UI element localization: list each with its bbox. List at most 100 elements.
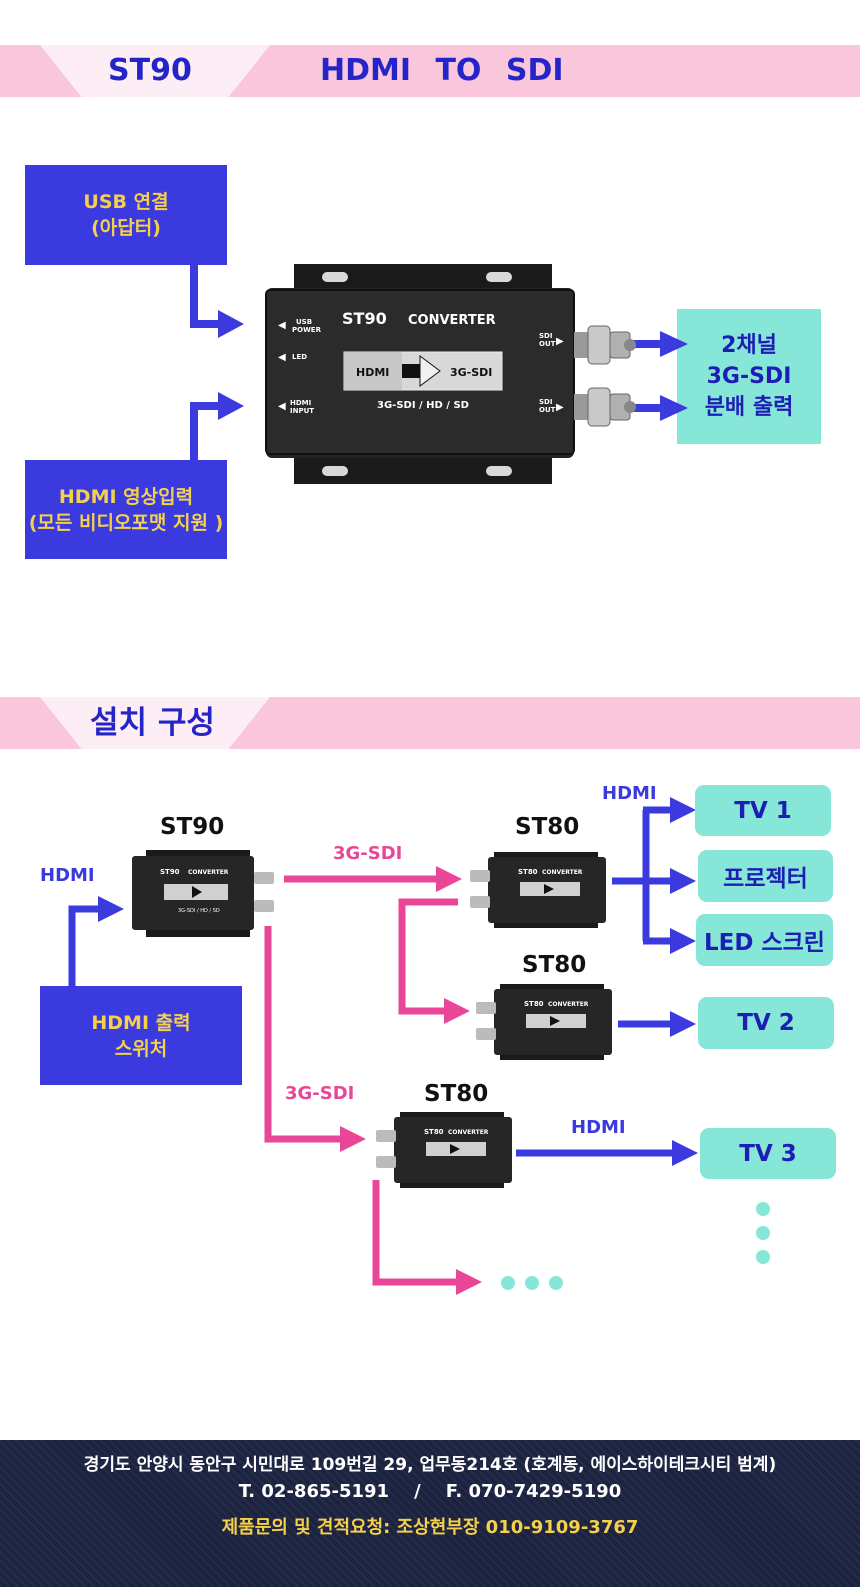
hdmi-switcher-box: HDMI 출력 스위처 bbox=[40, 986, 242, 1085]
install-title: 설치 구성 bbox=[90, 705, 215, 741]
device-arrow-head bbox=[419, 355, 441, 387]
hdmi-out-label-1: HDMI bbox=[602, 783, 657, 804]
footer-contact: 제품문의 및 견적요청: 조상현부장 010-9109-3767 bbox=[221, 1517, 639, 1538]
sdi-label-2: 3G-SDI bbox=[285, 1083, 355, 1104]
port-sdi1-label-1: SDI bbox=[539, 332, 552, 340]
tv3-box: TV 3 bbox=[700, 1128, 836, 1179]
more-dot-v1 bbox=[756, 1202, 770, 1216]
sdi-line-2 bbox=[398, 898, 458, 1015]
header-tab bbox=[40, 45, 270, 97]
svg-text:ST80: ST80 bbox=[518, 868, 538, 876]
install-banner: 설치 구성 bbox=[0, 697, 860, 749]
more-dot-h1 bbox=[501, 1276, 515, 1290]
more-dot-v2 bbox=[756, 1226, 770, 1240]
sdi-head-4 bbox=[456, 1269, 482, 1295]
usb-arrow-head bbox=[218, 310, 244, 338]
more-dot-h2 bbox=[525, 1276, 539, 1290]
hdmi-out-led-head bbox=[670, 928, 696, 954]
sdi-head-1 bbox=[436, 866, 462, 892]
hdmi-arrow bbox=[190, 402, 222, 460]
header-model: ST90 bbox=[108, 53, 192, 88]
switcher-line-1: HDMI 출력 bbox=[91, 1011, 191, 1034]
svg-text:ST90: ST90 bbox=[160, 868, 180, 876]
port-usb-label-1: USB bbox=[296, 318, 312, 326]
svg-text:CONVERTER: CONVERTER bbox=[542, 869, 583, 876]
st90-device-small: ST90 CONVERTER 3G-SDI / HD / SD bbox=[132, 850, 274, 937]
st80-device-1: ST80 CONVERTER bbox=[470, 852, 606, 928]
sdi-line-3 bbox=[264, 926, 344, 1143]
hdmi-in-line bbox=[68, 905, 100, 986]
svg-text:ST80: ST80 bbox=[524, 1000, 544, 1008]
device-slot-2 bbox=[486, 272, 512, 282]
svg-text:CONVERTER: CONVERTER bbox=[188, 869, 229, 876]
port-sdi2-arrow: ▶ bbox=[556, 402, 564, 413]
sdi-label-1: 3G-SDI bbox=[333, 843, 403, 864]
header-title: HDMI TO SDI bbox=[320, 53, 564, 88]
led-screen-label: LED 스크린 bbox=[704, 930, 825, 956]
hdmi-in-head bbox=[98, 896, 124, 922]
svg-text:CONVERTER: CONVERTER bbox=[448, 1129, 489, 1136]
tv1-label: TV 1 bbox=[734, 797, 792, 824]
out-arrow-2-head bbox=[660, 395, 688, 421]
usb-arrow bbox=[190, 265, 222, 328]
hdmi-in-label: HDMI bbox=[40, 865, 95, 886]
device-slot-4 bbox=[486, 466, 512, 476]
tv2-box: TV 2 bbox=[698, 997, 834, 1049]
port-usb-label-2: POWER bbox=[292, 326, 322, 334]
output-box-line-3: 분배 출력 bbox=[704, 395, 794, 420]
more-dot-v3 bbox=[756, 1250, 770, 1264]
hdmi-out-tv2-head bbox=[670, 1011, 696, 1037]
device-sdi-text: 3G-SDI bbox=[450, 366, 492, 379]
usb-box-line-2: (아답터) bbox=[91, 217, 161, 239]
port-sdi2-label-1: SDI bbox=[539, 398, 552, 406]
hdmi-arrow-head bbox=[218, 392, 244, 420]
port-hdmi-label-2: INPUT bbox=[290, 407, 314, 415]
device-formats: 3G-SDI / HD / SD bbox=[377, 400, 469, 411]
usb-connection-box: USB 연결 (아답터) bbox=[25, 165, 227, 265]
st80-label-1: ST80 bbox=[515, 814, 580, 840]
port-sdi2-label-2: OUT bbox=[539, 406, 556, 414]
output-box-line-1: 2채널 bbox=[721, 333, 777, 358]
st80-device-3: ST80 CONVERTER bbox=[376, 1112, 512, 1188]
svg-text:CONVERTER: CONVERTER bbox=[548, 1001, 589, 1008]
hdmi-out-label-2: HDMI bbox=[571, 1117, 626, 1138]
footer-phones: T. 02-865-5191 / F. 070-7429-5190 bbox=[238, 1481, 622, 1502]
tv3-label: TV 3 bbox=[739, 1140, 797, 1167]
port-led-label: LED bbox=[292, 353, 307, 361]
port-sdi1-label-2: OUT bbox=[539, 340, 556, 348]
led-screen-box: LED 스크린 bbox=[696, 914, 833, 966]
svg-text:ST80: ST80 bbox=[424, 1128, 444, 1136]
footer: 경기도 안양시 동안구 시민대로 109번길 29, 업무동214호 (호계동,… bbox=[0, 1440, 860, 1587]
sdi-line-4 bbox=[372, 1180, 460, 1286]
port-led-arrow: ◀ bbox=[278, 352, 286, 363]
hdmi-box-line-1: HDMI 영상입력 bbox=[58, 485, 194, 508]
port-hdmi-arrow: ◀ bbox=[278, 401, 286, 412]
device-slot-3 bbox=[322, 466, 348, 476]
output-box-line-2: 3G-SDI bbox=[706, 364, 792, 389]
device-name: CONVERTER bbox=[408, 313, 496, 328]
product-arrows bbox=[190, 265, 688, 460]
usb-box-line-1: USB 연결 bbox=[83, 191, 169, 213]
port-usb-arrow: ◀ bbox=[278, 320, 286, 331]
footer-address: 경기도 안양시 동안구 시민대로 109번길 29, 업무동214호 (호계동,… bbox=[83, 1455, 777, 1475]
port-hdmi-label-1: HDMI bbox=[290, 399, 311, 407]
port-sdi1-arrow: ▶ bbox=[556, 336, 564, 347]
projector-box: 프로젝터 bbox=[698, 850, 833, 902]
bnc-connector-2 bbox=[574, 387, 636, 427]
tv1-box: TV 1 bbox=[695, 785, 831, 836]
st80-device-2: ST80 CONVERTER bbox=[476, 984, 612, 1060]
st80-label-3: ST80 bbox=[424, 1081, 489, 1107]
out-arrow-1-head bbox=[660, 331, 688, 357]
sdi-head-2 bbox=[444, 998, 470, 1024]
hdmi-out-tv1-head bbox=[670, 797, 696, 823]
st80-label-2: ST80 bbox=[522, 952, 587, 978]
header-banner: ST90 HDMI TO SDI bbox=[0, 45, 860, 97]
hdmi-out-proj-head bbox=[670, 868, 696, 894]
projector-label: 프로젝터 bbox=[723, 866, 808, 892]
st90-device-large: ST90 CONVERTER HDMI 3G-SDI 3G-SDI / HD /… bbox=[265, 264, 636, 484]
device-slot-1 bbox=[322, 272, 348, 282]
sdi-head-3 bbox=[340, 1126, 366, 1152]
device-label-left bbox=[344, 352, 402, 390]
output-box: 2채널 3G-SDI 분배 출력 bbox=[677, 309, 821, 444]
hdmi-out-tv3-head bbox=[672, 1140, 698, 1166]
